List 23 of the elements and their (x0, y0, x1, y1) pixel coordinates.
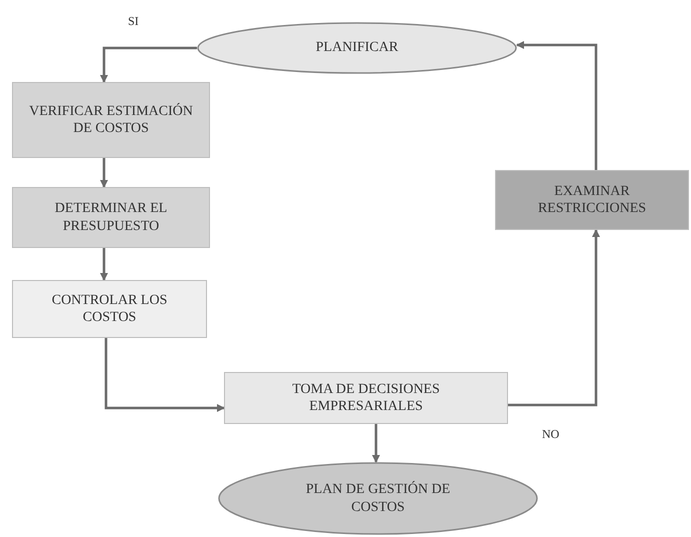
node-text: VERIFICAR ESTIMACIÓN DE COSTOS (29, 102, 193, 138)
process-box (12, 187, 210, 248)
arrow (100, 46, 197, 83)
node-text: DETERMINAR EL PRESUPUESTO (54, 200, 168, 235)
arrow (100, 248, 108, 281)
arrow (516, 41, 598, 170)
node-text: TOMA DE DECISIONES EMPRESARIALES (291, 380, 441, 416)
process-box (495, 170, 689, 230)
process-box (12, 280, 207, 338)
process-box (224, 372, 508, 424)
branch-label: NO (542, 426, 560, 443)
node-text: PLAN DE GESTIÓN DE COSTOS (304, 481, 452, 516)
arrow (104, 338, 225, 412)
node-text: PLANIFICAR (316, 39, 398, 57)
node-text: CONTROLAR LOS COSTOS (50, 292, 168, 326)
arrow (508, 229, 600, 406)
node-text: EXAMINAR RESTRICCIONES (536, 182, 648, 218)
arrow (100, 158, 108, 188)
arrow (372, 424, 380, 463)
ellipse-node (218, 462, 538, 535)
branch-label: SI (128, 13, 139, 30)
ellipse-node (197, 22, 517, 74)
process-box (12, 82, 210, 158)
